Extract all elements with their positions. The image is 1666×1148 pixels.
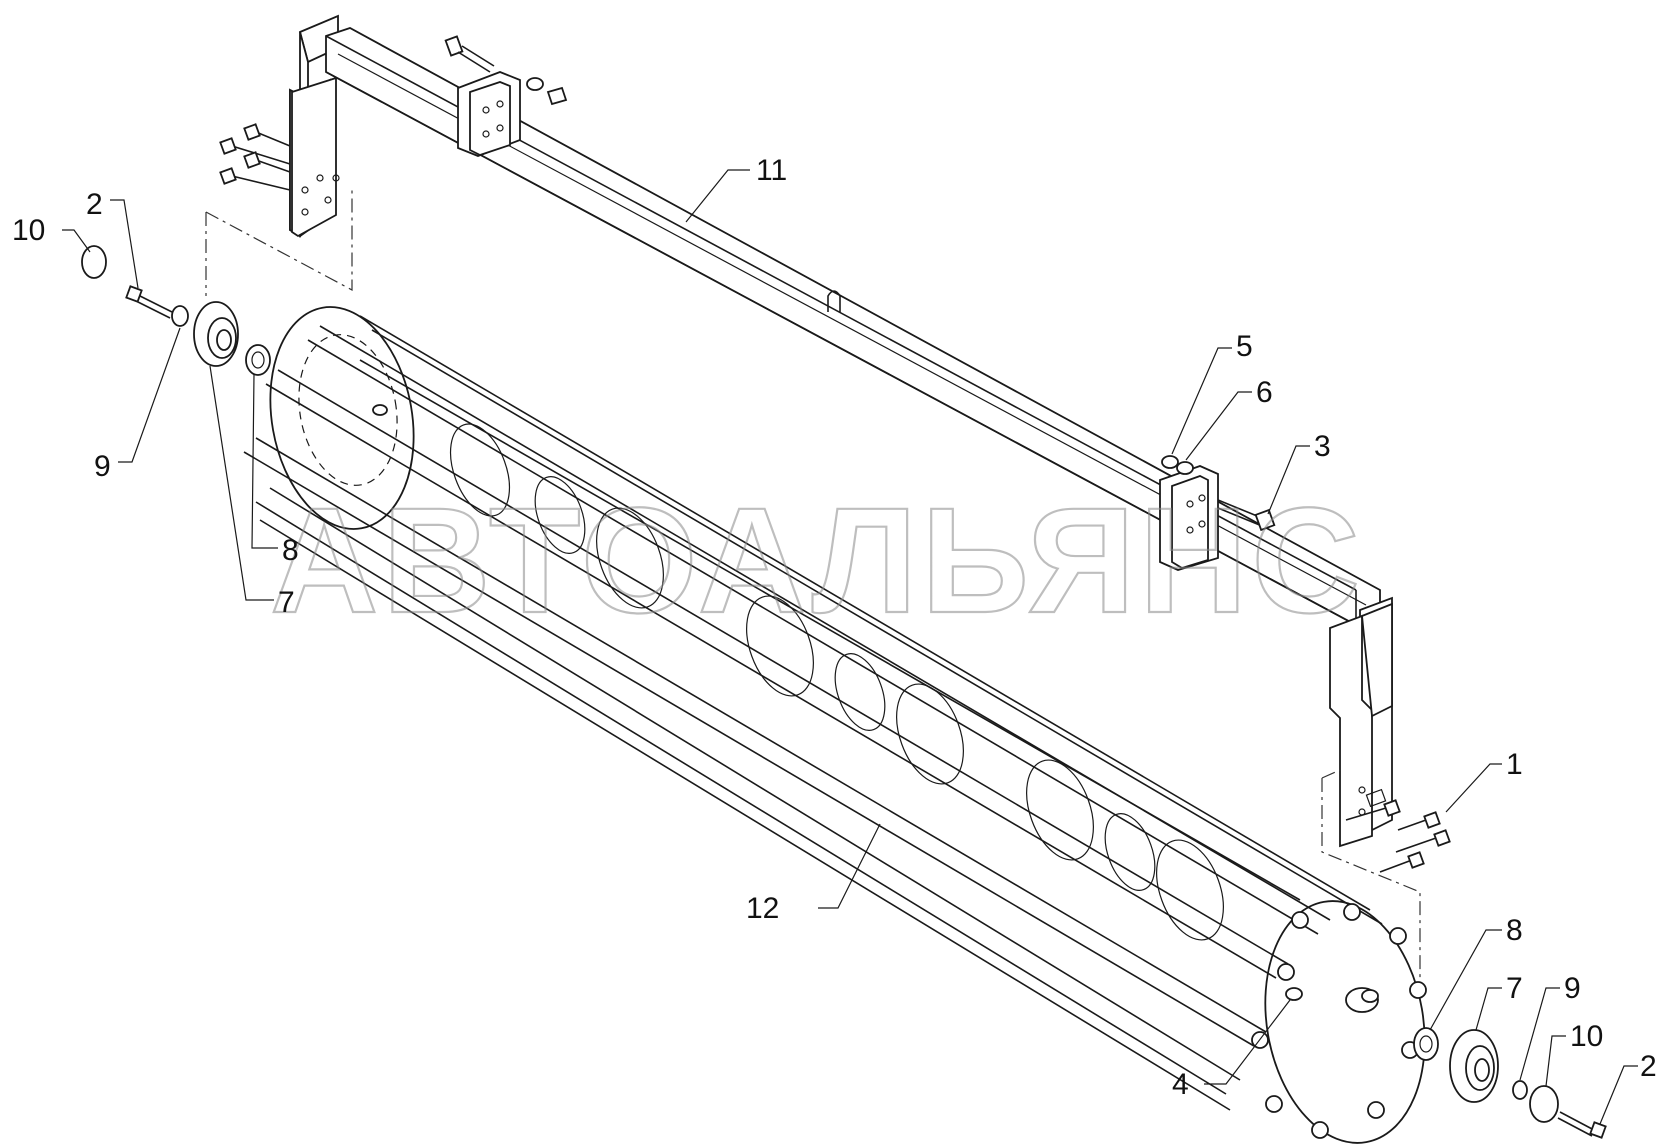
watermark: АВТОАЛЬЯНС [270,476,1364,644]
callout-10-left: 10 [12,214,45,247]
callout-8-left: 8 [282,534,299,567]
roller-drum [243,306,1427,1144]
callout-5: 5 [1236,330,1253,363]
callout-2-left: 2 [86,188,103,221]
callout-7-right: 7 [1506,972,1523,1005]
left-bracket-bolts [219,123,291,191]
alignment-lines [205,186,1421,990]
callout-3: 3 [1314,430,1331,463]
callout-labels: 10 2 9 8 7 11 5 6 3 1 12 4 8 7 9 10 2 [12,154,1657,1101]
callout-8-right: 8 [1506,914,1523,947]
right-bearing-assembly [1413,1027,1607,1139]
callout-11: 11 [756,154,787,187]
callout-9-left: 9 [94,450,111,483]
callout-9-right: 9 [1564,972,1581,1005]
callout-4: 4 [1172,1068,1189,1101]
callout-7-left: 7 [278,586,295,619]
callout-leaders [62,169,1638,1125]
callout-6: 6 [1256,376,1273,409]
left-bearing-assembly [81,245,388,416]
callout-1: 1 [1506,748,1523,781]
right-bracket-bolts [1345,799,1451,873]
callout-2-right: 2 [1640,1050,1657,1083]
callout-10-right: 10 [1570,1020,1603,1053]
callout-12: 12 [746,892,779,925]
frame-beam [289,14,1393,848]
